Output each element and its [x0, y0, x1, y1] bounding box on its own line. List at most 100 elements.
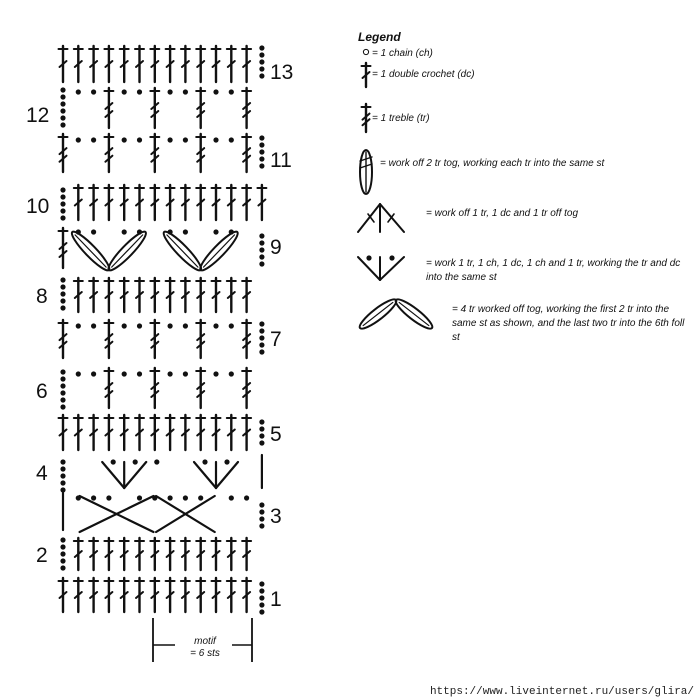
double-crochet-symbol: [225, 276, 237, 314]
double-crochet-symbol: [210, 413, 222, 452]
chain-dot: [259, 247, 265, 253]
chain-dot: [136, 89, 143, 95]
double-crochet-symbol: [195, 44, 207, 84]
double-crochet-symbol: [149, 536, 161, 572]
double-crochet-symbol: [210, 276, 222, 314]
chain-dot: [259, 426, 265, 432]
row-number-10: 10: [26, 195, 50, 218]
row-number-13: 13: [270, 61, 294, 84]
double-crochet-symbol: [103, 576, 115, 614]
treble-symbol: [57, 318, 69, 360]
chain-dot: [60, 551, 66, 557]
chain-dot: [60, 487, 66, 493]
row-number-2: 2: [36, 544, 48, 567]
double-crochet-symbol: [179, 413, 191, 452]
chain-dot: [106, 495, 112, 501]
double-crochet-symbol: [164, 183, 176, 222]
treble-symbol: [57, 132, 69, 174]
treble-symbol: [360, 102, 372, 134]
treble-symbol: [103, 86, 115, 130]
chain-dot: [121, 89, 127, 95]
chain-dot: [75, 371, 81, 377]
four-tr-tog-icon: [358, 298, 434, 330]
double-crochet-symbol: [256, 183, 268, 222]
chain-dot: [259, 66, 265, 72]
chain-dot: [60, 558, 66, 564]
double-crochet-symbol: [72, 576, 84, 614]
double-crochet-symbol: [88, 576, 100, 614]
double-crochet-symbol: [241, 44, 253, 84]
double-crochet-symbol: [118, 536, 130, 572]
treble-symbol: [241, 86, 253, 130]
double-crochet-symbol: [88, 44, 100, 84]
chain-dot: [60, 115, 66, 121]
treble-symbol: [149, 132, 161, 174]
chain-dot: [182, 229, 188, 235]
treble-symbol: [149, 318, 161, 360]
double-crochet-symbol: [195, 576, 207, 614]
chain-dot: [167, 323, 173, 329]
chain-dot: [60, 215, 66, 221]
double-crochet-symbol: [241, 276, 253, 314]
chain-dot: [259, 440, 265, 446]
watermark-url: https://www.liveinternet.ru/users/glira/: [429, 686, 694, 698]
chain-dot: [167, 89, 173, 95]
row-number-1: 1: [270, 588, 282, 611]
chain-dot: [60, 537, 66, 543]
chain-dot: [182, 495, 188, 501]
leaf-symbol: [199, 230, 239, 272]
double-crochet-symbol: [164, 536, 176, 572]
treble-symbol: [241, 318, 253, 360]
chain-dot: [60, 284, 66, 290]
chain-dot: [259, 149, 265, 155]
legend-two-tr-tog-text: = work off 2 tr tog, working each tr int…: [380, 158, 605, 169]
chain-dot: [136, 137, 143, 143]
chain-dot: [60, 376, 66, 382]
leaf-symbol: [394, 298, 434, 330]
double-crochet-symbol: [164, 44, 176, 84]
double-crochet-symbol: [195, 413, 207, 452]
chain-dot: [228, 89, 234, 95]
double-crochet-symbol: [225, 183, 237, 222]
double-crochet-symbol: [134, 276, 145, 314]
chain-dot: [132, 459, 138, 465]
treble-icon: [360, 102, 372, 134]
double-crochet-symbol: [179, 44, 191, 84]
double-crochet-symbol: [225, 536, 237, 572]
double-crochet-symbol: [72, 183, 84, 222]
chain-dot: [75, 89, 81, 95]
chain-dot: [60, 101, 66, 107]
double-crochet-symbol: [241, 576, 253, 614]
legend-dc-text: = 1 double crochet (dc): [372, 69, 475, 80]
chain-dot: [228, 137, 234, 143]
double-crochet-symbol: [72, 44, 84, 84]
leaf-symbol: [162, 230, 203, 272]
chain-dot: [259, 45, 265, 51]
chain-dot: [60, 208, 66, 214]
row-number-7: 7: [270, 328, 282, 351]
double-crochet-symbol: [225, 44, 237, 84]
chain-dot: [213, 229, 219, 235]
chain-dot: [91, 495, 97, 501]
chain-dot: [121, 323, 127, 329]
chain-dot: [259, 328, 265, 334]
treble-symbol: [103, 366, 115, 410]
row-number-11: 11: [270, 149, 292, 172]
double-crochet-symbol: [72, 536, 84, 572]
chain-dot: [121, 371, 127, 377]
row-number-3: 3: [270, 505, 282, 528]
chain-dot: [213, 89, 219, 95]
double-crochet-symbol: [179, 183, 191, 222]
chain-dot: [259, 233, 265, 239]
chain-dot: [182, 137, 188, 143]
chain-dot: [60, 369, 66, 375]
chain-dot: [60, 277, 66, 283]
chain-dot: [167, 137, 173, 143]
chain-dot: [91, 323, 97, 329]
chain-dot: [182, 89, 188, 95]
chain-dot: [136, 323, 143, 329]
double-crochet-symbol: [57, 576, 69, 614]
chain-dot: [60, 397, 66, 403]
row-number-5: 5: [270, 423, 282, 446]
chain-dot: [228, 495, 234, 501]
